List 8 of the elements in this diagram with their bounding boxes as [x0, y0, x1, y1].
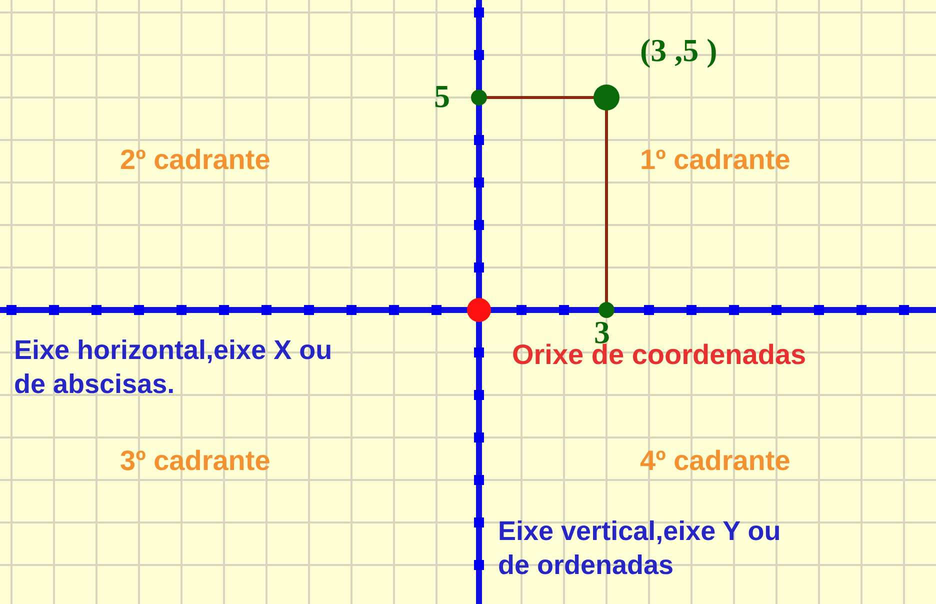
tick-label: 5 [434, 77, 450, 116]
axis-label: Eixe vertical,eixe Y ou de ordenadas [498, 515, 782, 582]
quadrant-label: 3º cadrante [120, 444, 270, 478]
quadrant-label: 4º cadrante [640, 444, 790, 478]
quadrant-label: 2º cadrante [120, 143, 270, 177]
axis-label: Eixe horizontal,eixe X ou de abscisas. [14, 334, 334, 401]
quadrant-label: 1º cadrante [640, 143, 790, 177]
point-label: (3 ,5 ) [640, 31, 718, 70]
